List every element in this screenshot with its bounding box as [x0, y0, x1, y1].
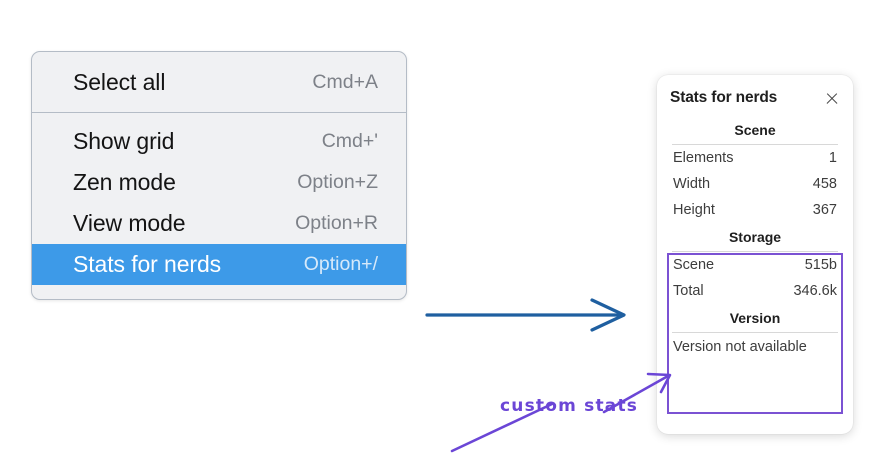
menu-item-shortcut: Option+Z: [297, 171, 378, 193]
version-not-available-text: Version not available: [673, 339, 807, 355]
menu-item-view-mode[interactable]: View mode Option+R: [32, 203, 406, 244]
stat-row: Scene 515b: [670, 252, 840, 278]
stat-row: Elements 1: [670, 145, 840, 171]
menu-item-label: View mode: [73, 210, 186, 236]
menu-separator: [32, 112, 406, 113]
menu-item-show-grid[interactable]: Show grid Cmd+': [32, 121, 406, 162]
annotation-label-custom-stats: custom stats: [500, 396, 639, 416]
context-menu-group-2: Show grid Cmd+' Zen mode Option+Z View m…: [32, 113, 406, 299]
stats-panel-title: Stats for nerds: [670, 89, 778, 106]
menu-item-stats-for-nerds[interactable]: Stats for nerds Option+/: [32, 244, 406, 285]
stat-key: Width: [673, 176, 711, 192]
stat-key: Scene: [673, 257, 715, 273]
section-title-storage: Storage: [728, 229, 782, 245]
section-rule: [672, 251, 838, 252]
menu-item-label: Select all: [73, 69, 166, 95]
section-title-scene: Scene: [734, 122, 776, 138]
menu-item-select-all[interactable]: Select all Cmd+A: [32, 62, 406, 103]
context-menu-group-1: Select all Cmd+A: [32, 52, 406, 112]
menu-item-shortcut: Cmd+A: [312, 71, 378, 93]
close-icon[interactable]: [824, 90, 840, 106]
stat-value: 515b: [804, 257, 837, 273]
section-rule: [672, 332, 838, 333]
stat-row: Height 367: [670, 197, 840, 223]
context-menu[interactable]: Select all Cmd+A Show grid Cmd+' Zen mod…: [31, 51, 407, 300]
menu-item-shortcut: Option+/: [303, 253, 378, 275]
stat-key: Elements: [673, 150, 734, 166]
stat-value: 458: [812, 176, 837, 192]
section-rule: [672, 144, 838, 145]
stat-value: 367: [812, 202, 837, 218]
menu-item-shortcut: Cmd+': [321, 130, 378, 152]
menu-item-label: Show grid: [73, 128, 175, 154]
stat-key: Height: [673, 202, 715, 218]
menu-item-label: Stats for nerds: [73, 251, 222, 277]
stat-key: Total: [673, 283, 704, 299]
menu-item-label: Zen mode: [73, 169, 176, 195]
blue-arrow: [425, 298, 626, 332]
section-title-version: Version: [729, 310, 781, 326]
stats-panel-header: Stats for nerds: [670, 89, 840, 107]
stat-row: Total 346.6k: [670, 278, 840, 304]
menu-item-zen-mode[interactable]: Zen mode Option+Z: [32, 162, 406, 203]
stats-for-nerds-panel: Stats for nerds Scene Elements 1 Width 4…: [657, 75, 853, 434]
stat-value: 1: [828, 150, 837, 166]
menu-item-shortcut: Option+R: [295, 212, 378, 234]
stat-row: Width 458: [670, 171, 840, 197]
stat-value: 346.6k: [793, 283, 837, 299]
